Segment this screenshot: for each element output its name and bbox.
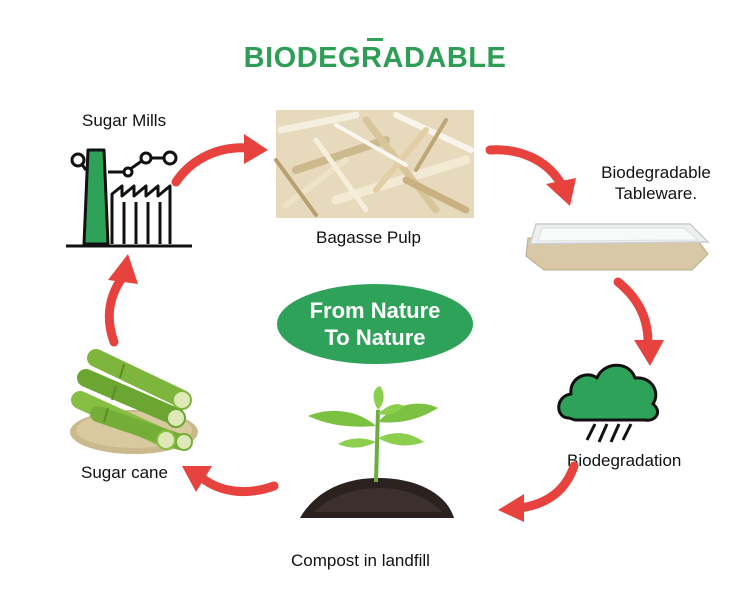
factory-icon — [66, 148, 192, 248]
center-badge-line1: From Nature — [309, 298, 441, 323]
arrow-degradation-to-compost — [498, 461, 579, 522]
center-badge-line2: To Nature — [324, 325, 426, 350]
bagasse-pulp-label: Bagasse Pulp — [316, 228, 421, 247]
center-badge: From Nature To Nature — [277, 284, 473, 364]
sugar-mills-label: Sugar Mills — [82, 111, 167, 130]
page-title: BIODEGRADABLE — [243, 42, 507, 74]
arrow-tableware-to-degradation — [613, 277, 664, 366]
seedling-compost-image — [300, 386, 454, 518]
arrow-mills-to-pulp — [171, 134, 268, 187]
tableware-label-line1: Biodegradable — [601, 163, 711, 182]
title-accent-dash — [367, 38, 383, 41]
arrow-cane-to-mills — [104, 254, 138, 347]
compost-label: Compost in landfill — [291, 551, 430, 570]
biodegradation-label: Biodegradation — [567, 451, 682, 470]
tableware-label-line2: Tableware. — [614, 184, 698, 203]
tableware-tray-image — [525, 223, 710, 271]
bagasse-pulp-image — [274, 110, 474, 218]
arrow-compost-to-cane — [182, 466, 279, 496]
sugar-cane-image — [70, 349, 198, 454]
sugar-cane-label: Sugar cane — [81, 463, 168, 482]
rain-cloud-icon — [557, 363, 659, 443]
arrow-pulp-to-tableware — [485, 145, 576, 206]
